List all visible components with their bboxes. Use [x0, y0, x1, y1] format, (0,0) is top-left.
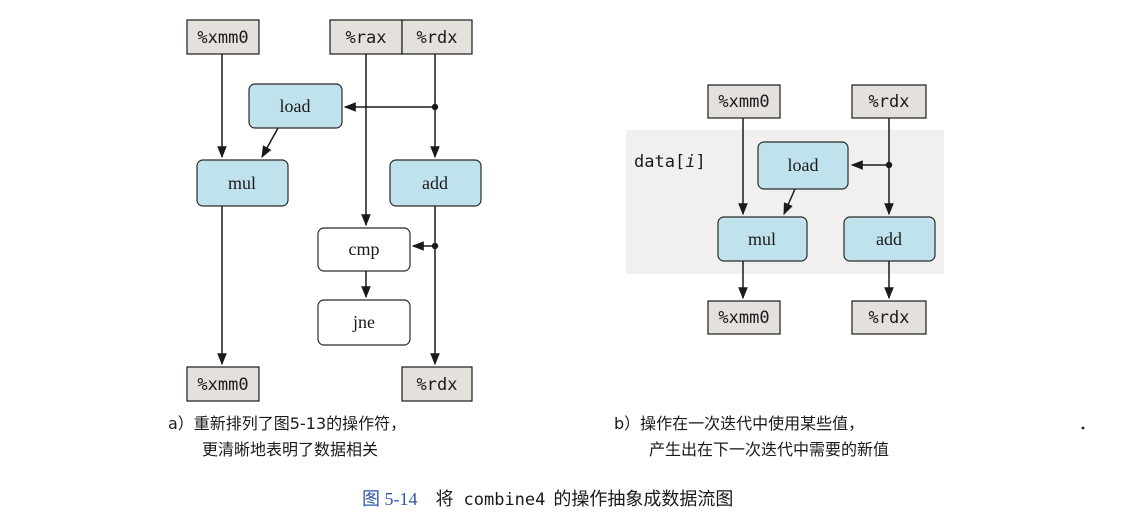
op-mul [717, 216, 808, 262]
reg-rdx-bottom [851, 300, 927, 335]
reg-rdx-top [401, 19, 473, 55]
op-mul [196, 159, 289, 207]
reg-xmm0-bottom-label: %xmm0 [197, 375, 248, 395]
edge-load-mul [783, 188, 796, 216]
figure-title: 图 5-14 将 combine4 的操作抽象成数据流图 [362, 489, 733, 510]
junction-dot [885, 161, 893, 169]
caption-a-line2: 更清晰地表明了数据相关 [202, 440, 378, 459]
op-add [389, 159, 482, 207]
op-add-label: add [422, 173, 448, 193]
op-load [757, 141, 849, 190]
reg-rax-label: %rax [346, 28, 387, 48]
junction-dot [431, 242, 439, 250]
diagram-a: %xmm0 %rax %rdx load mul add cmp jne %xm… [168, 19, 482, 459]
reg-xmm0-top [186, 19, 260, 55]
op-mul-label: mul [748, 229, 776, 249]
junction-dot [431, 103, 439, 111]
op-load-label: load [280, 96, 311, 116]
reg-rax [329, 19, 403, 55]
op-jne [317, 299, 411, 346]
data-i-label: data[i] [634, 152, 706, 172]
op-load-label: load [788, 155, 819, 175]
caption-b-line1: b）操作在一次迭代中使用某些值， [614, 414, 864, 433]
reg-rdx-top [851, 84, 927, 119]
reg-xmm0-bottom [707, 300, 781, 335]
reg-xmm0-top [707, 84, 781, 119]
reg-xmm0-bottom-label: %xmm0 [718, 308, 769, 328]
reg-xmm0-top-label: %xmm0 [718, 92, 769, 112]
op-add-label: add [876, 229, 902, 249]
diagram-b: data[i] %xmm0 %rdx load mul add %xmm0 %r… [614, 84, 944, 459]
op-load [248, 83, 343, 129]
reg-xmm0-top-label: %xmm0 [197, 28, 248, 48]
reg-xmm0-bottom [186, 366, 260, 402]
op-cmp-label: cmp [349, 239, 380, 259]
op-add [843, 216, 936, 262]
reg-rdx-bottom-label: %rdx [417, 375, 458, 395]
caption-a-line1: a）重新排列了图5-13的操作符， [168, 414, 406, 433]
reg-rdx-top-label: %rdx [869, 92, 910, 112]
reg-rdx-bottom [401, 366, 473, 402]
stray-dot [1081, 426, 1085, 430]
op-jne-label: jne [352, 312, 375, 332]
op-mul-label: mul [228, 173, 256, 193]
caption-b-line2: 产生出在下一次迭代中需要的新值 [649, 440, 889, 459]
op-cmp [317, 227, 411, 272]
figure-title-text: 图 5-14 将 combine4 的操作抽象成数据流图 [362, 489, 733, 510]
reg-rdx-bottom-label: %rdx [869, 308, 910, 328]
edge-load-mul [261, 127, 279, 159]
reg-rdx-top-label: %rdx [417, 28, 458, 48]
